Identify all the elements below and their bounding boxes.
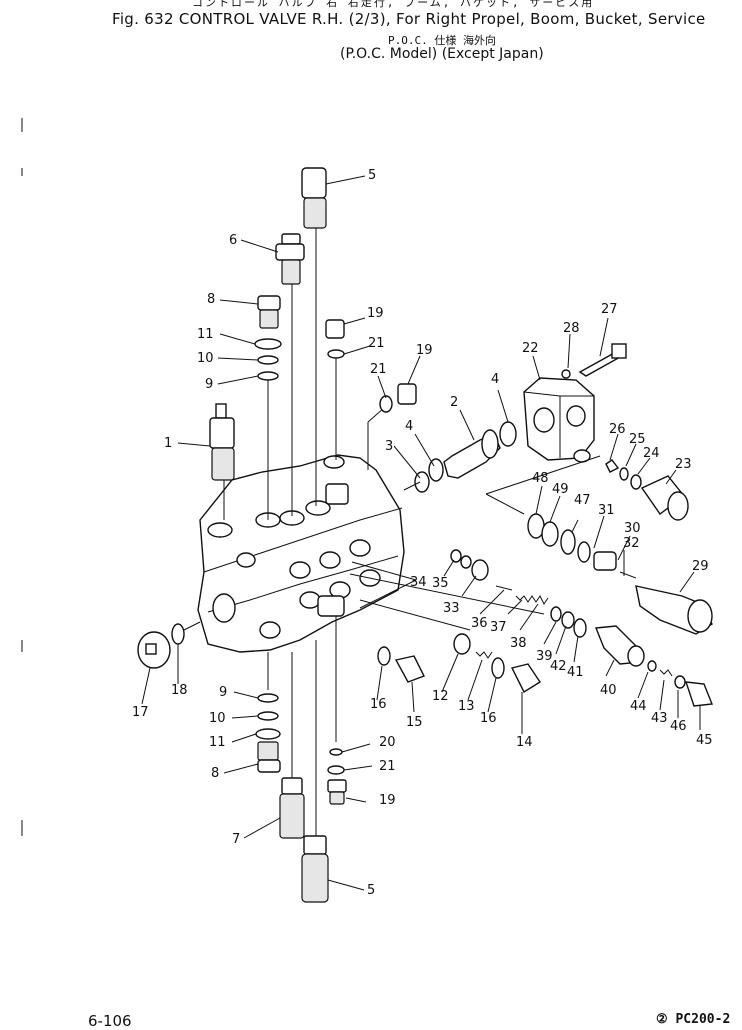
left-stack-parts	[209, 167, 347, 903]
callout-8: 8	[207, 292, 215, 307]
callout-15: 15	[406, 715, 423, 730]
callout-16: 16	[370, 697, 387, 712]
left-plugs	[137, 621, 201, 669]
callout-46: 46	[670, 719, 687, 734]
callout-9: 9	[205, 377, 213, 392]
callout-9: 9	[219, 685, 227, 700]
callout-47: 47	[574, 493, 591, 508]
right-housing-parts	[485, 343, 713, 635]
callout-23: 23	[675, 457, 692, 472]
callout-1: 1	[164, 436, 172, 451]
callout-7: 7	[232, 832, 240, 847]
upper-middle-parts	[379, 383, 517, 493]
callout-21: 21	[379, 759, 396, 774]
callout-37: 37	[490, 620, 507, 635]
callout-4: 4	[405, 419, 413, 434]
callout-10: 10	[209, 711, 226, 726]
callout-5: 5	[367, 883, 375, 898]
callout-labels: 1 2 3 4 4 5 5 6 7 8 8 9 9 10 10 11 11 12…	[132, 168, 713, 898]
callout-35: 35	[432, 576, 449, 591]
callout-34: 34	[410, 575, 427, 590]
callout-41: 41	[567, 665, 584, 680]
callout-8: 8	[211, 766, 219, 781]
spool-line-parts	[349, 549, 713, 707]
callout-10: 10	[197, 351, 214, 366]
callout-3: 3	[385, 439, 393, 454]
callout-22: 22	[522, 341, 539, 356]
callout-6: 6	[229, 233, 237, 248]
callout-44: 44	[630, 699, 647, 714]
callout-25: 25	[629, 432, 646, 447]
callout-30: 30	[624, 521, 641, 536]
callout-42: 42	[550, 659, 567, 674]
figure-subtitle: (P.O.C. Model) (Except Japan)	[340, 46, 544, 62]
callout-49: 49	[552, 482, 569, 497]
callout-16: 16	[480, 711, 497, 726]
callout-26: 26	[609, 422, 626, 437]
callout-11: 11	[209, 735, 226, 750]
callout-39: 39	[536, 649, 553, 664]
page-number: 6-106	[88, 1012, 132, 1030]
callout-21: 21	[370, 362, 387, 377]
japanese-title-line: コントロール バルブ 右 右走行, ブーム, バケット, サービス用	[192, 0, 595, 9]
callout-24: 24	[643, 446, 660, 461]
callout-28: 28	[563, 321, 580, 336]
callout-31: 31	[598, 503, 615, 518]
callout-48: 48	[532, 471, 549, 486]
valve-body	[197, 407, 405, 653]
callout-43: 43	[651, 711, 668, 726]
leader-lines	[141, 175, 701, 891]
callout-4: 4	[491, 372, 499, 387]
callout-14: 14	[516, 735, 533, 750]
callout-19: 19	[379, 793, 396, 808]
callout-21: 21	[368, 336, 385, 351]
callout-18: 18	[171, 683, 188, 698]
callout-11: 11	[197, 327, 214, 342]
poc-japanese-line: P.O.C. 仕様 海外向	[388, 34, 496, 47]
callout-40: 40	[600, 683, 617, 698]
callout-38: 38	[510, 636, 527, 651]
callout-2: 2	[450, 395, 458, 410]
callout-12: 12	[432, 689, 449, 704]
callout-45: 45	[696, 733, 713, 748]
callout-5: 5	[368, 168, 376, 183]
callout-27: 27	[601, 302, 618, 317]
figure-title: Fig. 632 CONTROL VALVE R.H. (2/3), For R…	[112, 10, 706, 28]
callout-13: 13	[458, 699, 475, 714]
callout-32: 32	[623, 536, 640, 551]
callout-33: 33	[443, 601, 460, 616]
callout-29: 29	[692, 559, 709, 574]
callout-19: 19	[416, 343, 433, 358]
callout-19: 19	[367, 306, 384, 321]
callout-17: 17	[132, 705, 149, 720]
callout-36: 36	[471, 616, 488, 631]
model-code: ② PC200-2	[656, 1012, 731, 1027]
callout-20: 20	[379, 735, 396, 750]
